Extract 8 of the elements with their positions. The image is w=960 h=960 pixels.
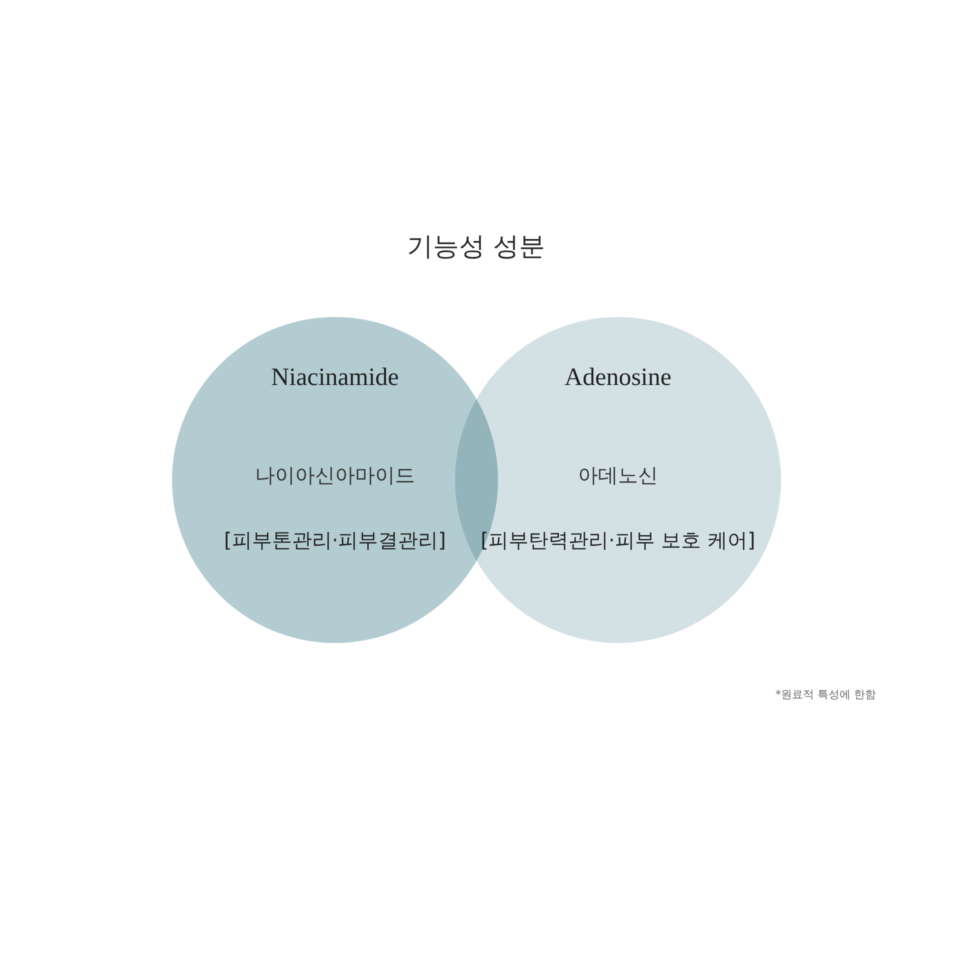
- footnote: *원료적 특성에 한함: [776, 688, 876, 702]
- ingredient-name: Adenosine: [564, 363, 672, 393]
- ingredient-benefits: [피부톤관리·피부결관리]: [224, 528, 446, 552]
- ingredient-name: Niacinamide: [271, 363, 399, 393]
- diagram-title: 기능성 성분: [406, 232, 546, 264]
- ingredient-benefits: [피부탄력관리·피부 보호 케어]: [480, 528, 756, 552]
- ingredient-name-korean: 나이아신아마이드: [255, 463, 415, 487]
- ingredient-name-korean: 아데노신: [578, 463, 658, 487]
